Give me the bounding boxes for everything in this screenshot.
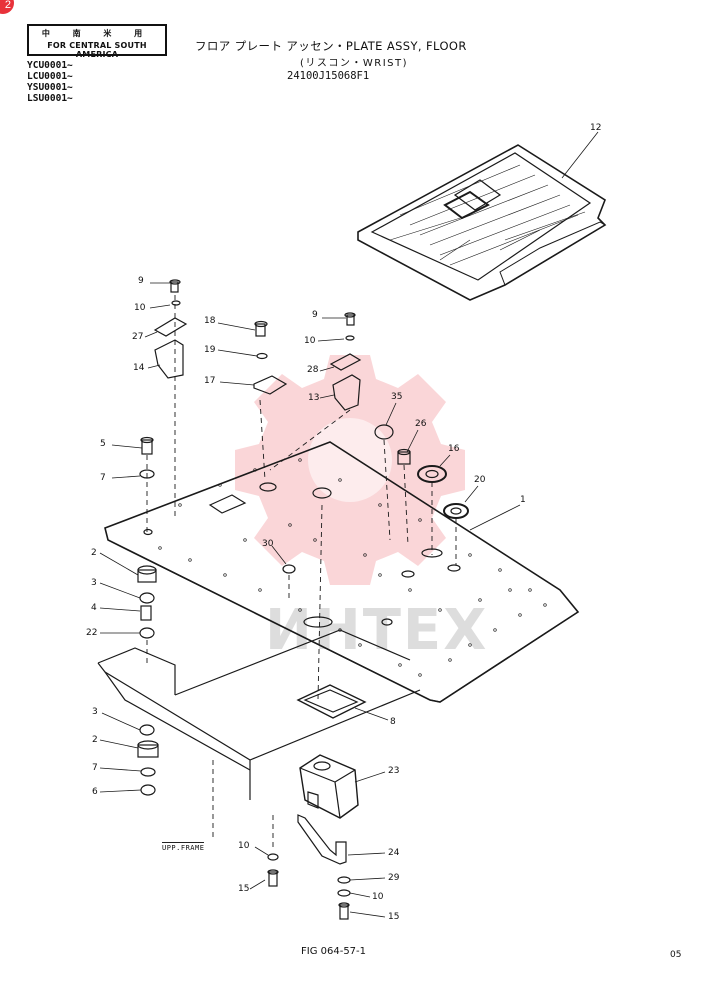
callout-24: 24 xyxy=(388,848,400,858)
callout-9: 9 xyxy=(138,276,144,286)
callout-23: 23 xyxy=(388,766,400,776)
serial-item: YSU0001~ xyxy=(27,82,73,93)
floor-plate-1 xyxy=(104,441,580,703)
callout-6: 6 xyxy=(92,787,98,797)
bracket-24 xyxy=(297,814,347,865)
upper-frame xyxy=(97,629,421,800)
callout-26: 26 xyxy=(415,419,427,429)
callout-29: 29 xyxy=(388,873,400,883)
callout-4: 4 xyxy=(91,603,97,613)
callout-1: 1 xyxy=(520,495,526,505)
callout-10: 10 xyxy=(134,303,146,313)
callout-19: 19 xyxy=(204,345,216,355)
page-number: 05 xyxy=(670,950,682,960)
callout-7: 7 xyxy=(92,763,98,773)
tank-23 xyxy=(299,754,359,819)
callout-30: 30 xyxy=(262,539,274,549)
serial-item: YCU0001~ xyxy=(27,60,73,71)
region-cjk: 中 南 米 用 xyxy=(41,29,153,38)
callout-9: 9 xyxy=(312,310,318,320)
serial-item: LSU0001~ xyxy=(27,93,73,104)
callout-27: 27 xyxy=(132,332,144,342)
figure-number: FIG 064-57-1 xyxy=(301,946,367,957)
region-box: 中 南 米 用 FOR CENTRAL SOUTH AMERICA xyxy=(27,24,167,59)
part-number: 24100J15068F1 xyxy=(287,70,370,82)
callout-16: 16 xyxy=(448,444,460,454)
callout-15: 15 xyxy=(388,912,400,922)
callout-10: 10 xyxy=(372,892,384,902)
leader-lines xyxy=(99,131,599,918)
watermark-text: ИНТЕХ xyxy=(265,598,489,663)
page-badge: 2 xyxy=(0,0,14,14)
callout-35: 35 xyxy=(391,392,403,402)
serial-item: LCU0001~ xyxy=(27,71,73,82)
cover-8 xyxy=(296,684,367,719)
callout-5: 5 xyxy=(100,439,106,449)
callout-28: 28 xyxy=(307,365,319,375)
callout-10: 10 xyxy=(304,336,316,346)
callout-8: 8 xyxy=(390,717,396,727)
callout-3: 3 xyxy=(91,578,97,588)
callout-7: 7 xyxy=(100,473,106,483)
floor-mat-12 xyxy=(357,144,607,301)
callout-15: 15 xyxy=(238,884,250,894)
callout-2: 2 xyxy=(91,548,97,558)
frame-label: UPP.FRAME xyxy=(162,842,205,852)
small-parts xyxy=(137,279,469,920)
page-title: フロア プレート アッセン・PLATE ASSY, FLOOR xyxy=(195,39,467,53)
serial-list: YCU0001~ LCU0001~ YSU0001~ LSU0001~ xyxy=(27,60,73,104)
callout-22: 22 xyxy=(86,628,98,638)
callout-3: 3 xyxy=(92,707,98,717)
callout-18: 18 xyxy=(204,316,216,326)
region-en: FOR CENTRAL SOUTH AMERICA xyxy=(47,41,147,59)
assembly-lines xyxy=(146,295,457,850)
callout-2: 2 xyxy=(92,735,98,745)
callout-20: 20 xyxy=(474,475,486,485)
callout-10: 10 xyxy=(238,841,250,851)
callout-17: 17 xyxy=(204,376,216,386)
page-subtitle: (リスコン・WRIST) xyxy=(300,58,409,69)
callout-12: 12 xyxy=(590,123,602,133)
callout-13: 13 xyxy=(308,393,320,403)
callout-14: 14 xyxy=(133,363,145,373)
